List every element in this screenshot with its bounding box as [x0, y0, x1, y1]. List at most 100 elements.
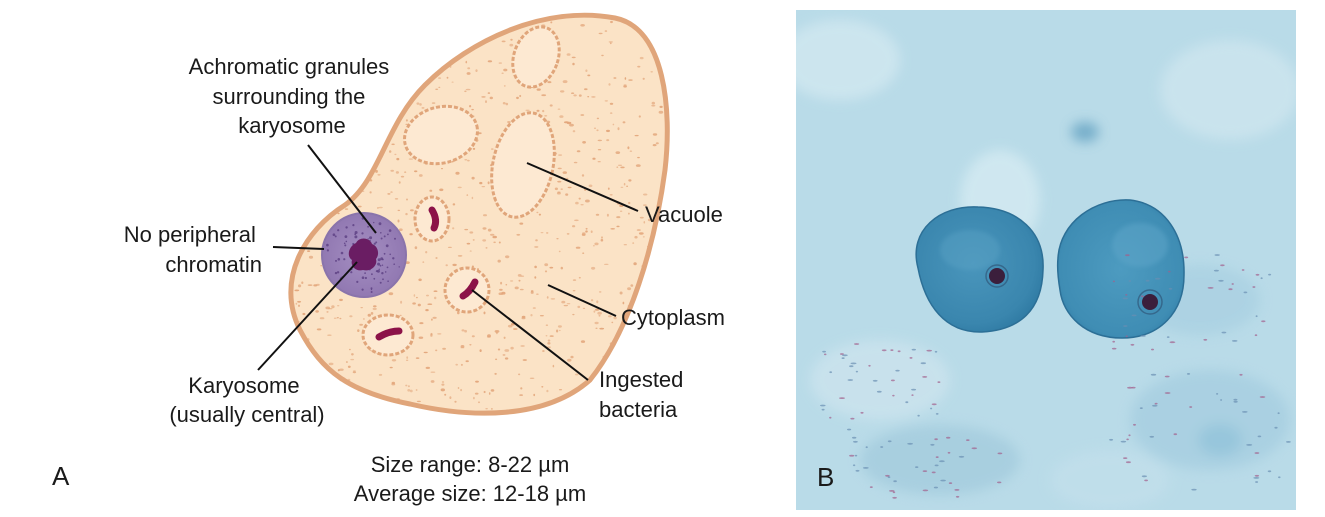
achromatic-granule	[369, 236, 373, 240]
achromatic-granule	[326, 249, 329, 252]
speck	[855, 370, 859, 373]
granule	[598, 291, 602, 293]
granule	[572, 225, 576, 228]
granule	[550, 21, 553, 24]
granule	[331, 305, 335, 309]
granule	[547, 81, 552, 84]
granule	[481, 186, 486, 188]
speck	[890, 349, 894, 351]
granule	[569, 123, 574, 127]
speck	[1120, 440, 1127, 443]
granule	[596, 117, 600, 120]
granule	[608, 41, 613, 43]
granule	[674, 15, 676, 17]
granule	[419, 322, 424, 325]
granule	[387, 23, 391, 27]
granule	[321, 205, 325, 207]
granule	[398, 412, 402, 414]
granule	[515, 20, 520, 23]
granule	[359, 323, 363, 326]
speck	[885, 474, 890, 477]
granule	[352, 371, 357, 374]
speck	[1125, 335, 1128, 338]
granule	[538, 213, 542, 216]
granule	[405, 212, 408, 216]
speck	[847, 428, 852, 431]
granule	[542, 350, 545, 352]
granule	[497, 348, 501, 351]
granule	[431, 102, 436, 104]
granule	[415, 389, 418, 391]
speck	[1253, 477, 1260, 479]
granule	[363, 318, 365, 320]
speck	[935, 413, 939, 415]
label-vacuole: Vacuole	[645, 202, 723, 227]
label-cytoplasm: Cytoplasm	[621, 305, 725, 330]
leader-karyosome	[257, 261, 358, 371]
achromatic-granule	[364, 276, 367, 280]
speck	[931, 403, 937, 406]
granule	[546, 296, 549, 299]
granule	[536, 293, 539, 295]
speck	[876, 390, 882, 393]
granule	[612, 123, 615, 126]
speck	[1254, 334, 1258, 337]
granule	[578, 94, 582, 97]
granule	[282, 40, 286, 42]
granule	[593, 245, 595, 247]
speck	[1277, 412, 1280, 415]
granule	[632, 242, 635, 244]
granule	[311, 37, 314, 39]
granule	[633, 262, 637, 266]
granule	[490, 233, 495, 236]
granule	[480, 418, 483, 421]
granule	[556, 329, 559, 333]
speck	[1191, 488, 1197, 491]
granule	[557, 108, 561, 110]
granule	[421, 75, 427, 77]
achromatic-granule	[335, 259, 337, 262]
speck	[1130, 343, 1135, 346]
granule	[391, 9, 394, 12]
granule	[485, 100, 487, 103]
granule	[593, 310, 596, 313]
granule	[647, 245, 651, 248]
granule	[442, 347, 446, 350]
granule	[371, 138, 374, 140]
granule	[658, 51, 662, 55]
speck	[887, 476, 891, 479]
granule	[560, 90, 565, 93]
granule	[388, 292, 394, 296]
granule	[659, 105, 663, 108]
granule	[645, 22, 651, 26]
speck	[939, 460, 945, 463]
granule	[417, 303, 421, 307]
speck	[1286, 441, 1291, 443]
granule	[616, 225, 620, 228]
granule	[549, 104, 553, 107]
granule	[596, 129, 599, 132]
granule	[465, 60, 468, 64]
speck	[822, 350, 826, 353]
speck	[1169, 341, 1176, 344]
granule	[408, 158, 414, 160]
granule	[460, 47, 463, 50]
granule	[301, 281, 304, 285]
speck	[1278, 476, 1281, 479]
granule	[635, 164, 641, 167]
speck	[1242, 411, 1248, 413]
granule	[490, 389, 495, 392]
granule	[429, 189, 433, 192]
granule	[542, 20, 545, 23]
speck	[1139, 407, 1143, 409]
granule	[572, 130, 576, 133]
granule	[478, 35, 482, 37]
speck	[889, 490, 895, 492]
granule	[446, 76, 449, 79]
speck	[855, 469, 860, 472]
speck	[947, 451, 951, 454]
speck	[934, 350, 938, 353]
achromatic-granule	[370, 291, 373, 293]
granule	[395, 47, 398, 50]
speck	[911, 394, 914, 396]
